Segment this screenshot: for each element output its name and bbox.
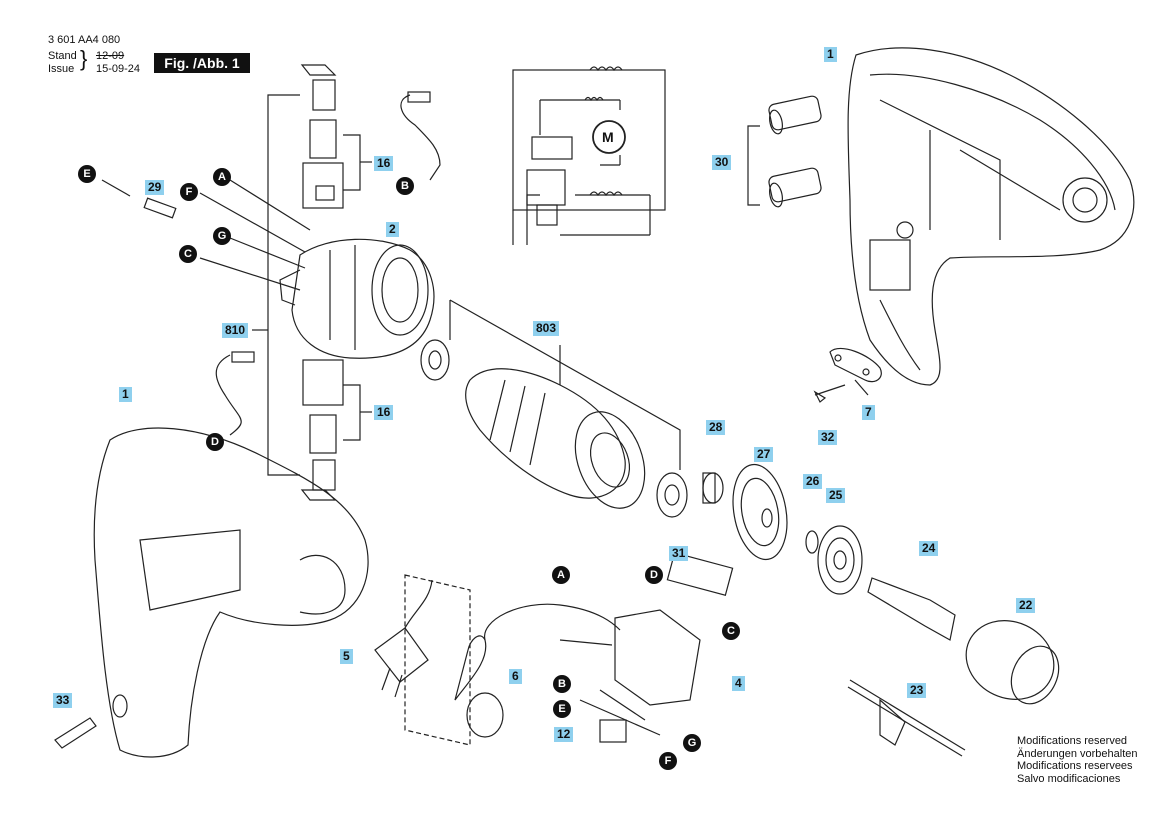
connector-e-switch: E <box>553 700 571 718</box>
connector-b-top: B <box>396 177 414 195</box>
carbon-brushes-drawing <box>747 95 822 208</box>
part-label-24: 24 <box>919 541 939 556</box>
brush-holders-drawing <box>300 64 372 501</box>
issue-date: 15-09-24 <box>96 63 141 75</box>
spindle-chuck-drawing <box>847 577 1060 757</box>
brace-icon: } <box>80 46 88 71</box>
part-label-30: 30 <box>712 155 732 170</box>
part-label-7: 7 <box>862 405 875 420</box>
document-number: 3 601 AA4 080 <box>48 34 121 46</box>
part-label-25: 25 <box>826 488 846 503</box>
part-label-16-bottom: 16 <box>374 405 394 420</box>
bracket-810 <box>267 94 300 476</box>
part-label-16-top: 16 <box>374 156 394 171</box>
part-label-12: 12 <box>554 727 574 742</box>
part-label-32: 32 <box>818 430 838 445</box>
connector-g-left: G <box>213 227 231 245</box>
connector-a-top: A <box>213 168 231 186</box>
part-label-26: 26 <box>803 474 823 489</box>
figure-label: Fig. /Abb. 1 <box>154 53 250 73</box>
note-line: Modifications reservees <box>1017 760 1133 772</box>
connector-a-switch: A <box>552 566 570 584</box>
note-line: Modifications reserved <box>1017 735 1128 747</box>
issue-label: Issue <box>48 63 75 75</box>
connector-b-switch: B <box>553 675 571 693</box>
stator-drawing <box>279 238 435 359</box>
part-label-1-housing: 1 <box>824 47 837 62</box>
part-label-6: 6 <box>509 669 522 684</box>
connector-f-left: F <box>180 183 198 201</box>
part-label-803: 803 <box>533 321 560 336</box>
stand-label: Stand <box>48 50 77 62</box>
drill-body-drawing <box>54 427 369 758</box>
part-label-23: 23 <box>907 683 927 698</box>
switch-drawing <box>559 551 734 743</box>
part-label-1-drill: 1 <box>119 387 132 402</box>
part-label-33: 33 <box>53 693 73 708</box>
connector-e-left: E <box>78 165 96 183</box>
note-line: Änderungen vorbehalten <box>1017 747 1138 760</box>
part-label-810: 810 <box>222 323 249 338</box>
lead-wires-drawing <box>101 91 441 436</box>
connector-g-switch: G <box>683 734 701 752</box>
clip-and-screw-drawing <box>813 347 882 403</box>
stand-date: 12-09 <box>96 50 125 62</box>
gearing-drawing <box>702 463 863 595</box>
modifications-notes: Modifications reserved Änderungen vorbeh… <box>1017 735 1137 785</box>
housing-half-right-drawing <box>847 47 1135 386</box>
circuit-schematic <box>512 66 666 245</box>
connector-f-switch: F <box>659 752 677 770</box>
part-label-28: 28 <box>706 420 726 435</box>
part-label-29: 29 <box>145 180 165 195</box>
connector-d-switch: D <box>645 566 663 584</box>
part-label-2: 2 <box>386 222 399 237</box>
note-line: Salvo modificaciones <box>1017 772 1121 785</box>
connector-c-left: C <box>179 245 197 263</box>
armature-drawing <box>420 299 688 518</box>
connector-c-switch: C <box>722 622 740 640</box>
cord-and-guard-drawing <box>374 574 621 746</box>
part-label-22: 22 <box>1016 598 1036 613</box>
part-label-27: 27 <box>754 447 774 462</box>
connector-d-left: D <box>206 433 224 451</box>
part-label-4: 4 <box>732 676 745 691</box>
part-label-5: 5 <box>340 649 353 664</box>
part-label-31: 31 <box>669 546 689 561</box>
motor-symbol: M <box>602 129 614 145</box>
